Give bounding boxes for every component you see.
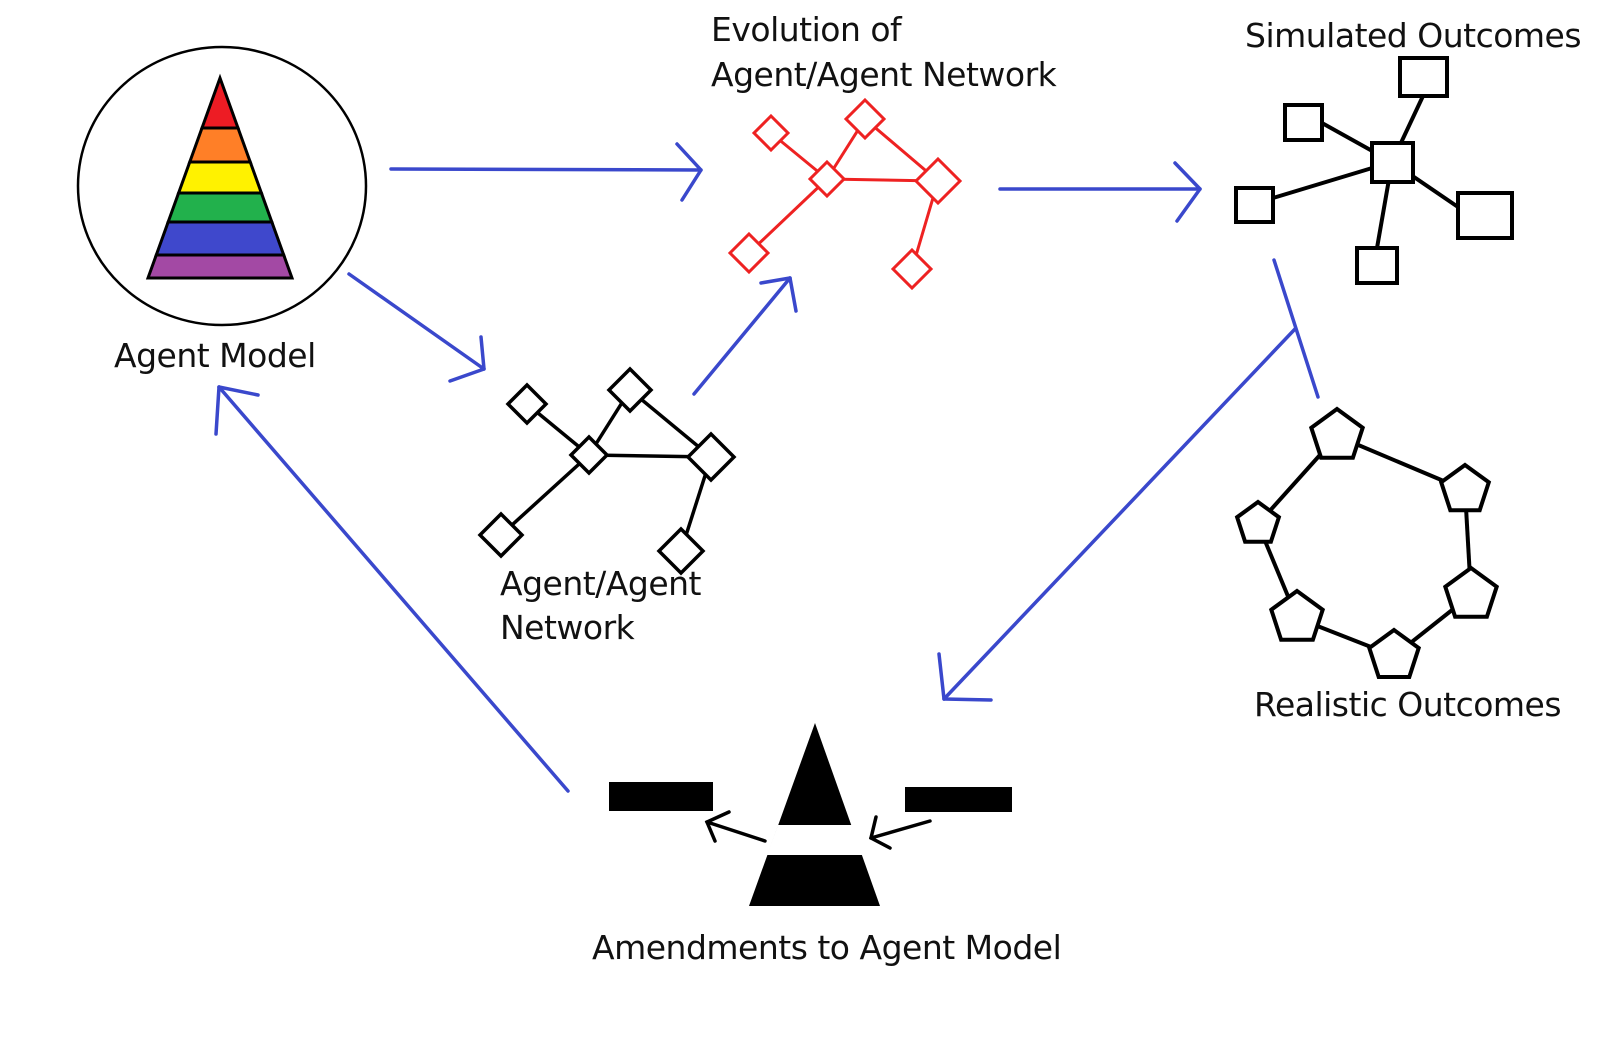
network-node [477, 511, 525, 559]
sim-node [1283, 103, 1324, 142]
sim-node [1398, 56, 1449, 98]
network-label-line2: Network [500, 608, 635, 647]
removed-bar [609, 782, 713, 811]
simulated-outcomes-network [1234, 56, 1514, 285]
realistic-outcomes-network [1234, 406, 1500, 679]
pyramid-band [176, 160, 264, 195]
outcome-node [1438, 462, 1492, 513]
network-node [505, 382, 549, 426]
network-node [656, 526, 706, 576]
evolution-label-line1: Evolution of [711, 10, 902, 49]
evolution-network [727, 97, 963, 291]
network-node [606, 366, 654, 414]
sim-node [1234, 186, 1275, 224]
sim-node-center [1370, 141, 1415, 184]
arrow-band-out [704, 810, 767, 843]
network-node [843, 97, 887, 141]
sim-node [1355, 246, 1399, 285]
evolution-label-line2: Agent/Agent Network [711, 55, 1057, 94]
arrow-model-to-network [347, 272, 486, 383]
network-edge [499, 453, 591, 537]
pyramid-band [199, 73, 241, 130]
pyramid-band [166, 191, 274, 224]
outcome-node [1308, 406, 1366, 460]
network-node [727, 231, 771, 275]
simulated-outcomes-label: Simulated Outcomes [1245, 16, 1582, 55]
network-node [890, 247, 934, 291]
pyramid-band [145, 253, 295, 280]
added-bar [905, 787, 1012, 812]
arrow-network-to-evolution [692, 276, 798, 396]
agent-model-circle [76, 45, 368, 327]
rainbow-pyramid-icon [145, 73, 295, 280]
pyramid-band [154, 220, 286, 257]
arrow-evolution-to-simulated [998, 161, 1202, 223]
agent-model-label: Agent Model [114, 336, 316, 375]
network-node [913, 156, 963, 206]
arrow-band-in [868, 815, 932, 850]
amended-band [767, 825, 864, 855]
outcome-node [1442, 565, 1500, 619]
pyramid-band [187, 126, 253, 164]
arrow-comparison-to-amendments [937, 327, 1297, 702]
agent-model-node [76, 45, 368, 327]
network-node [751, 113, 791, 153]
agent-network [477, 366, 737, 576]
black-pyramid-icon [749, 723, 880, 906]
arrow-model-to-evolution [389, 142, 703, 202]
network-label-line1: Agent/Agent [500, 564, 701, 603]
outcome-node [1268, 588, 1326, 642]
network-node [807, 159, 847, 199]
amendments-node [609, 723, 1012, 906]
sim-node [1456, 191, 1514, 240]
network-node [685, 431, 737, 483]
arrow-amendments-to-model [214, 385, 570, 793]
realistic-outcomes-label: Realistic Outcomes [1254, 685, 1562, 724]
network-node [568, 434, 610, 476]
outcome-node [1234, 499, 1282, 544]
outcome-node [1366, 627, 1422, 679]
network-edge [747, 177, 829, 255]
amendments-label: Amendments to Agent Model [592, 928, 1062, 967]
